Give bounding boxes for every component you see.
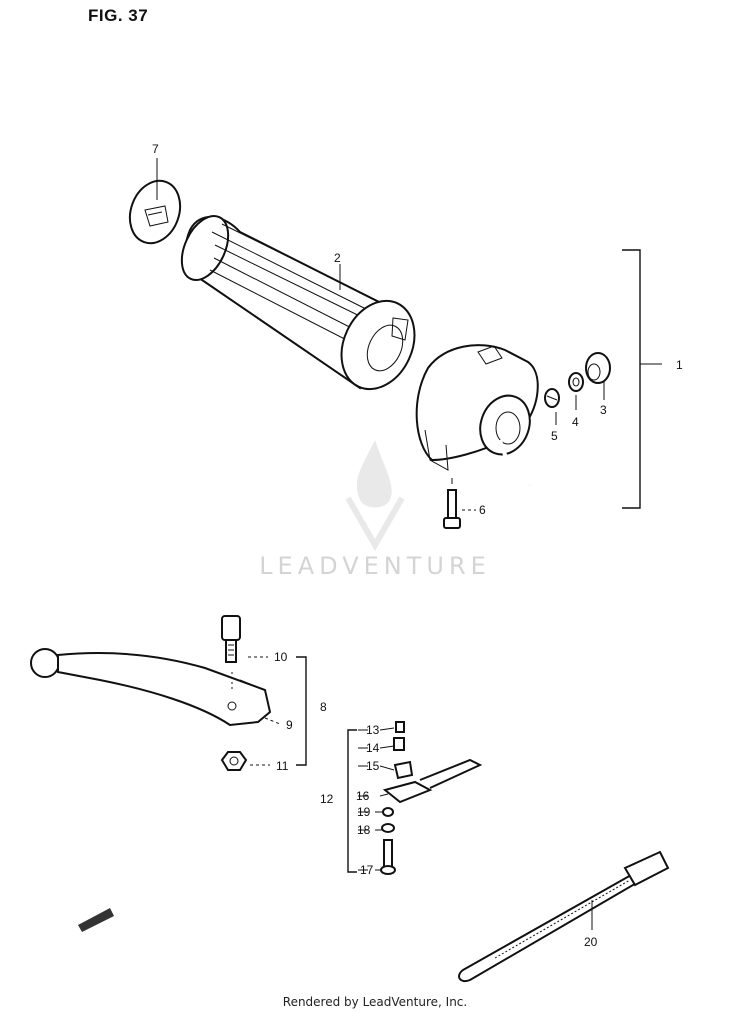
part-20-cable-tie [458,850,670,982]
watermark-text: LEADVENTURE [259,552,491,580]
part-7-grip-end-cap [128,179,182,245]
callout-19: 19 [357,805,371,819]
bracket-assembly-8 [296,656,307,766]
callout-6: 6 [479,503,486,517]
footer-credit: Rendered by LeadVenture, Inc. [282,995,468,1009]
part-10-pivot-bolt [221,615,268,692]
callout-14: 14 [366,741,380,755]
callout-15: 15 [366,759,380,773]
watermark-logo-icon [345,440,405,552]
callout-3: 3 [600,403,607,417]
part-5-spring-washer [544,388,560,425]
bracket-assembly-12 [347,729,357,873]
leader-lines [156,158,395,871]
part-9-brake-lever [30,648,281,727]
callout-17: 17 [360,863,374,877]
callout-16: 16 [356,789,370,803]
part-4-washer [568,372,584,410]
figure-title: FIG. 37 [88,6,149,25]
callout-5: 5 [551,429,558,443]
callout-18: 18 [357,823,371,837]
callout-8: 8 [320,700,327,714]
callout-1: 1 [676,358,683,372]
part-11-nut [220,751,270,771]
callout-2: 2 [334,251,341,265]
assembly-12-parts [380,721,483,875]
callout-13: 13 [366,723,380,737]
part-2-handlebar-grip [180,215,416,391]
stamp-mark-icon [78,908,114,932]
switch-housing [415,344,539,487]
callout-20: 20 [584,935,598,949]
callout-7: 7 [152,142,159,156]
bracket-assembly-1 [622,249,641,509]
callout-12: 12 [320,792,334,806]
callout-4: 4 [572,415,579,429]
callout-9: 9 [286,718,293,732]
callout-10: 10 [274,650,288,664]
part-6-screw [443,478,476,529]
callout-11: 11 [276,759,289,773]
part-3-cap [585,352,611,400]
